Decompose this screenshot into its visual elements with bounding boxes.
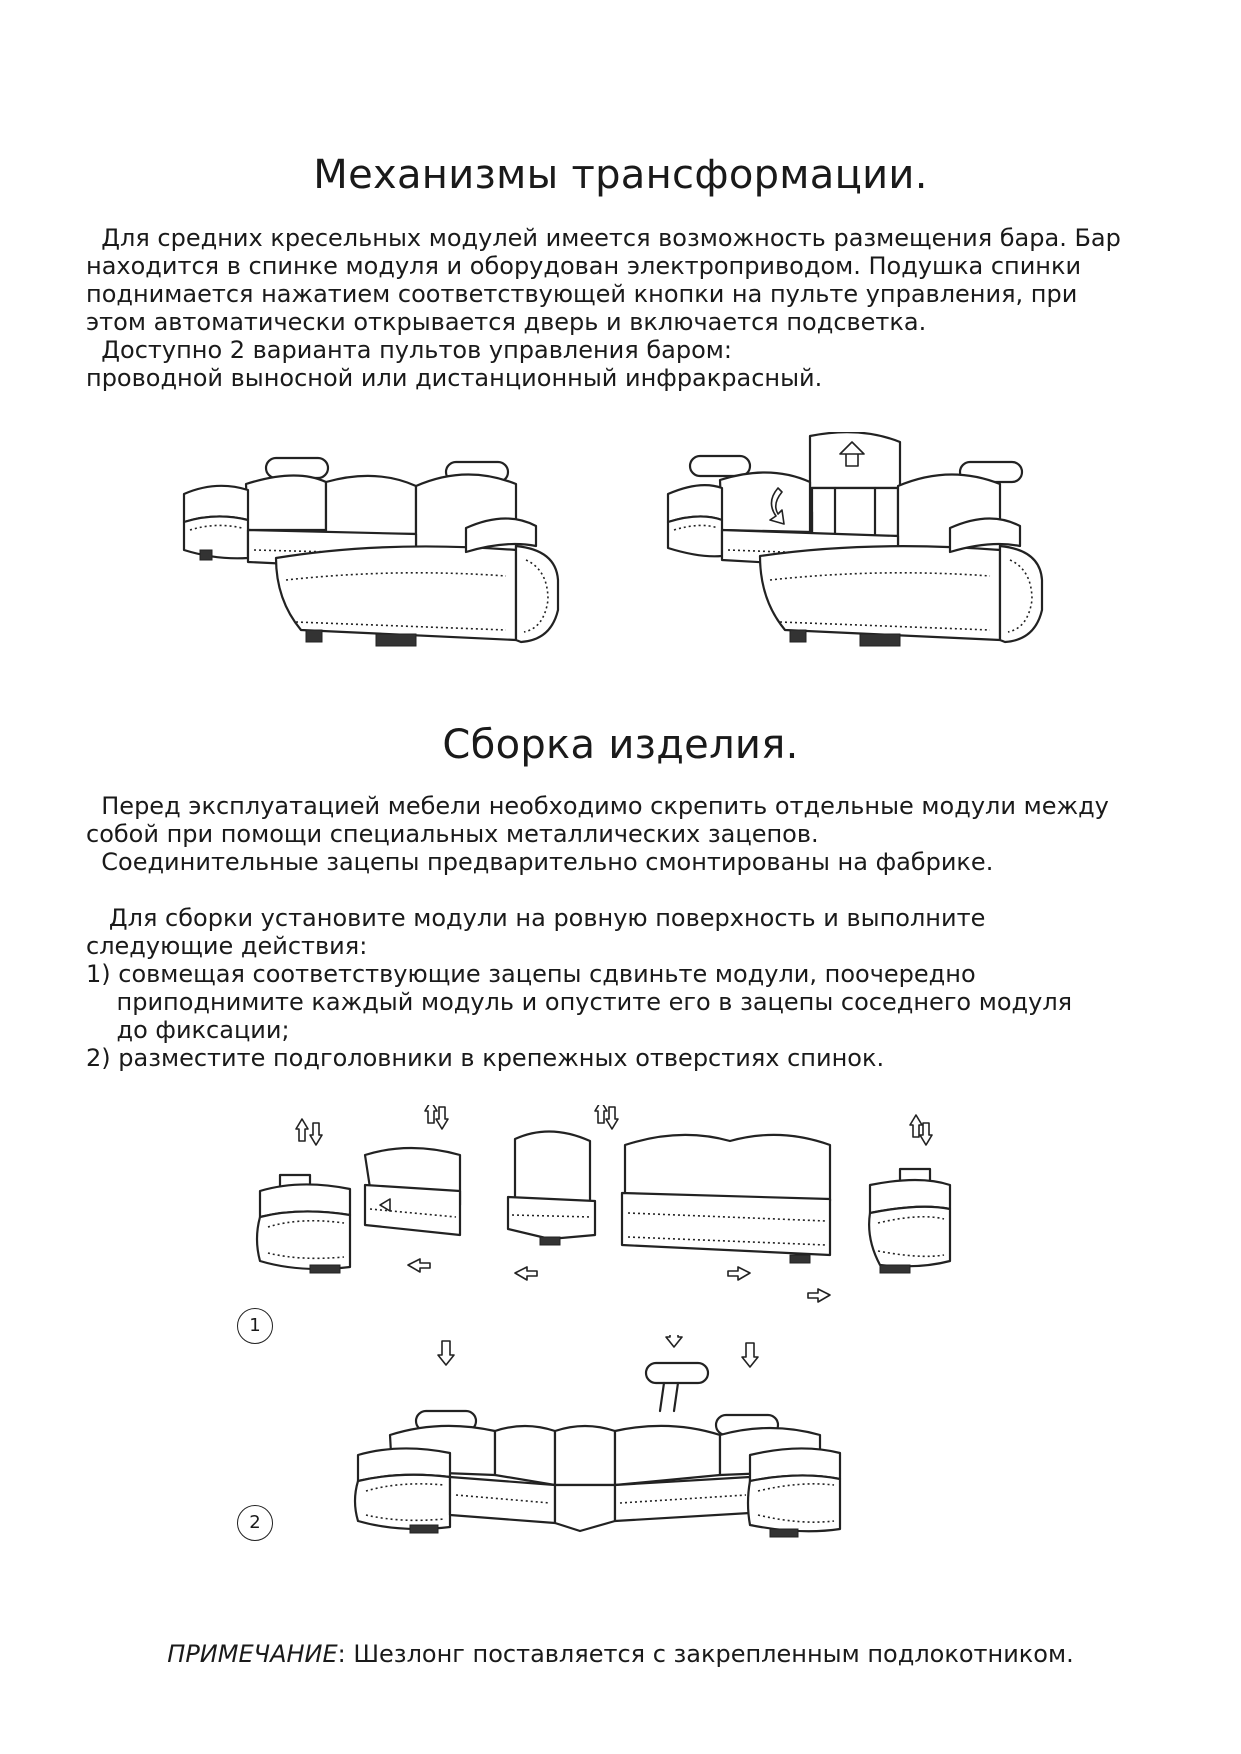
text-line: следующие действия: <box>86 932 368 960</box>
sofa-closed-illustration <box>176 450 596 670</box>
step-marker-2: 2 <box>237 1505 273 1541</box>
text-line: проводной выносной или дистанционный инф… <box>86 364 823 392</box>
note-text: : Шезлонг поставляется с закрепленным по… <box>337 1640 1074 1668</box>
text-line: находится в спинке модуля и оборудован э… <box>86 252 1082 280</box>
modules-separated-illustration <box>250 1105 990 1315</box>
text-line: Соединительные зацепы предварительно смо… <box>86 848 994 876</box>
text-line: Для сборки установите модули на ровную п… <box>86 904 986 932</box>
step-marker-1: 1 <box>237 1308 273 1344</box>
text-line: 2) разместите подголовники в крепежных о… <box>86 1044 885 1072</box>
text-line: Перед эксплуатацией мебели необходимо ск… <box>86 792 1109 820</box>
sofa-assembled-illustration <box>350 1335 850 1585</box>
text-line: Доступно 2 варианта пультов управления б… <box>86 336 732 364</box>
section-title-assembly: Сборка изделия. <box>442 722 799 768</box>
text-line: собой при помощи специальных металлическ… <box>86 820 819 848</box>
text-line: 1) совмещая соответствующие зацепы сдвин… <box>86 960 976 988</box>
text-line: Для средних кресельных модулей имеется в… <box>86 224 1121 252</box>
note-label: ПРИМЕЧАНИЕ <box>167 1640 338 1668</box>
text-line: до фиксации; <box>86 1016 290 1044</box>
text-line: приподнимите каждый модуль и опустите ег… <box>86 988 1073 1016</box>
assembly-intro-text: Перед эксплуатацией мебели необходимо ск… <box>86 792 1166 876</box>
text-line: этом автоматически открывается дверь и в… <box>86 308 927 336</box>
assembly-steps-text: Для сборки установите модули на ровную п… <box>86 904 1166 1072</box>
text-line: поднимается нажатием соответствующей кно… <box>86 280 1078 308</box>
section-title-transformation: Механизмы трансформации. <box>313 152 928 198</box>
sofa-bar-open-illustration <box>660 432 1080 670</box>
note: ПРИМЕЧАНИЕ: Шезлонг поставляется с закре… <box>0 1640 1241 1668</box>
transformation-text: Для средних кресельных модулей имеется в… <box>86 224 1166 392</box>
